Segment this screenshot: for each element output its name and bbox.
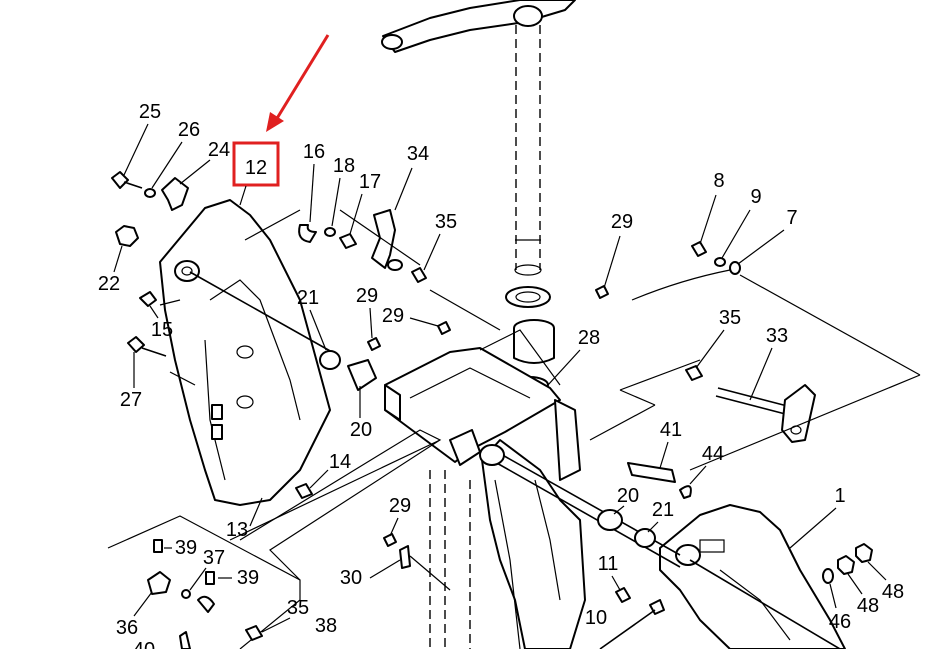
callout: 14 xyxy=(329,451,351,473)
callout: 24 xyxy=(208,139,230,161)
callout: 25 xyxy=(139,101,161,123)
callout: 10 xyxy=(585,607,607,629)
callout: 39 xyxy=(237,567,259,589)
through-tube xyxy=(189,271,841,649)
callout: 33 xyxy=(766,325,788,347)
callout: 36 xyxy=(116,617,138,639)
callout: 22 xyxy=(98,273,120,295)
steering-shaft xyxy=(514,25,542,276)
callout: 17 xyxy=(359,171,381,193)
callout: 35 xyxy=(287,597,309,619)
callout: 15 xyxy=(151,319,173,341)
callout: 29 xyxy=(382,305,404,327)
callout: 16 xyxy=(303,141,325,163)
callout: 13 xyxy=(226,519,248,541)
callout: 39 xyxy=(175,537,197,559)
callout: 21 xyxy=(297,287,319,309)
highlight-label: 12 xyxy=(245,157,267,179)
callout: 27 xyxy=(120,389,142,411)
callout: 35 xyxy=(435,211,457,233)
callout: 21 xyxy=(652,499,674,521)
callout: 48 xyxy=(882,581,904,603)
callout: 38 xyxy=(315,615,337,637)
steering-arm xyxy=(381,0,576,53)
callout: 29 xyxy=(611,211,633,233)
highlight-box xyxy=(232,141,280,187)
callout: 40 xyxy=(133,639,155,649)
callout: 11 xyxy=(598,553,619,575)
callout: 26 xyxy=(178,119,200,141)
leader-lines xyxy=(159,209,921,591)
callout-labels: 25 26 24 16 18 17 34 35 22 15 27 21 29 2… xyxy=(98,101,904,649)
callout: 7 xyxy=(786,207,797,229)
callout: 41 xyxy=(660,419,682,441)
callout: 29 xyxy=(389,495,411,517)
hardware-parts xyxy=(111,171,873,649)
clamp-bracket-right xyxy=(659,504,846,649)
callout: 44 xyxy=(702,443,724,465)
callout: 34 xyxy=(407,143,429,165)
red-arrow-icon xyxy=(266,112,284,132)
inset-box xyxy=(107,429,442,649)
callout: 37 xyxy=(203,547,225,569)
callout: 20 xyxy=(350,419,372,441)
callout: 20 xyxy=(617,485,639,507)
callout: 29 xyxy=(356,285,378,307)
callout: 9 xyxy=(750,186,761,208)
callout: 46 xyxy=(829,611,851,633)
callout: 35 xyxy=(719,307,741,329)
callout: 1 xyxy=(834,485,845,507)
callout: 8 xyxy=(713,170,724,192)
callout: 30 xyxy=(340,567,362,589)
highlight-annotation: 12 xyxy=(232,34,330,206)
clamp-bracket-left xyxy=(159,199,331,506)
swivel-lower-body xyxy=(429,439,586,649)
callout: 28 xyxy=(578,327,600,349)
callout: 18 xyxy=(333,155,355,177)
callout: 48 xyxy=(857,595,879,617)
tilt-lever xyxy=(627,384,816,483)
